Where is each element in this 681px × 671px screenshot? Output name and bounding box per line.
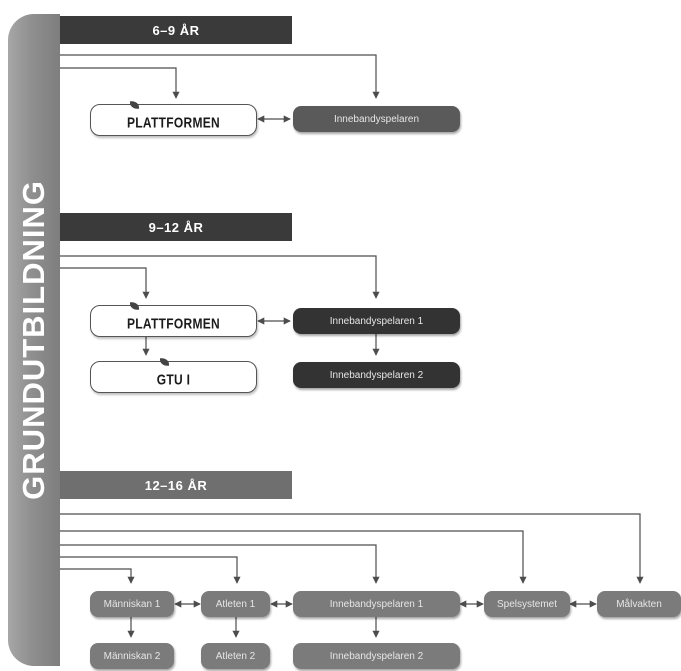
innebandyspelaren-box-s1: Innebandyspelaren bbox=[293, 106, 460, 132]
gtu-box: GTU I bbox=[90, 358, 257, 393]
spelsystemet-box: Spelsystemet bbox=[484, 591, 570, 617]
connector-s3-malvakten bbox=[60, 513, 644, 584]
connector-s3-innebandyspelaren-1 bbox=[60, 544, 380, 584]
connector-s2-plattformen bbox=[60, 267, 150, 299]
atleten-1-box: Atleten 1 bbox=[201, 591, 270, 617]
plattformen-logo: PLATTFORMEN bbox=[127, 302, 220, 332]
connector-s1-plattformen bbox=[60, 67, 180, 99]
atleten-2-box: Atleten 2 bbox=[201, 643, 270, 669]
age-band-12-16: 12–16 ÅR bbox=[60, 471, 292, 499]
leaf-icon bbox=[129, 302, 139, 310]
sidebar-band bbox=[8, 14, 60, 666]
sidebar-title: GRUNDUTBILDNING bbox=[16, 180, 51, 500]
leaf-icon bbox=[129, 101, 139, 109]
malvakten-box: Målvakten bbox=[597, 591, 681, 617]
plattformen-box-s1: PLATTFORMEN bbox=[90, 101, 257, 136]
innebandyspelaren-1-box-s3: Innebandyspelaren 1 bbox=[293, 591, 460, 617]
age-band-9-12: 9–12 ÅR bbox=[60, 213, 292, 241]
innebandyspelaren-2-box-s3: Innebandyspelaren 2 bbox=[293, 643, 460, 669]
connector-s3-spelsystemet bbox=[60, 530, 527, 584]
plattformen-logo: PLATTFORMEN bbox=[127, 101, 220, 131]
plattformen-box-s2: PLATTFORMEN bbox=[90, 302, 257, 337]
leaf-icon bbox=[159, 358, 169, 366]
connector-s1-innebandyspelaren bbox=[60, 54, 380, 99]
connector-s2-innebandyspelaren-1 bbox=[60, 255, 380, 299]
manniskan-1-box: Människan 1 bbox=[90, 591, 174, 617]
innebandyspelaren-2-box-s2: Innebandyspelaren 2 bbox=[293, 362, 460, 388]
manniskan-2-box: Människan 2 bbox=[90, 643, 174, 669]
connector-s3-atleten-1 bbox=[60, 556, 241, 584]
connector-s3-manniskan-1 bbox=[60, 568, 135, 584]
gtu-logo: GTU I bbox=[157, 358, 191, 388]
innebandyspelaren-1-box-s2: Innebandyspelaren 1 bbox=[293, 308, 460, 334]
age-band-6-9: 6–9 ÅR bbox=[60, 16, 292, 44]
